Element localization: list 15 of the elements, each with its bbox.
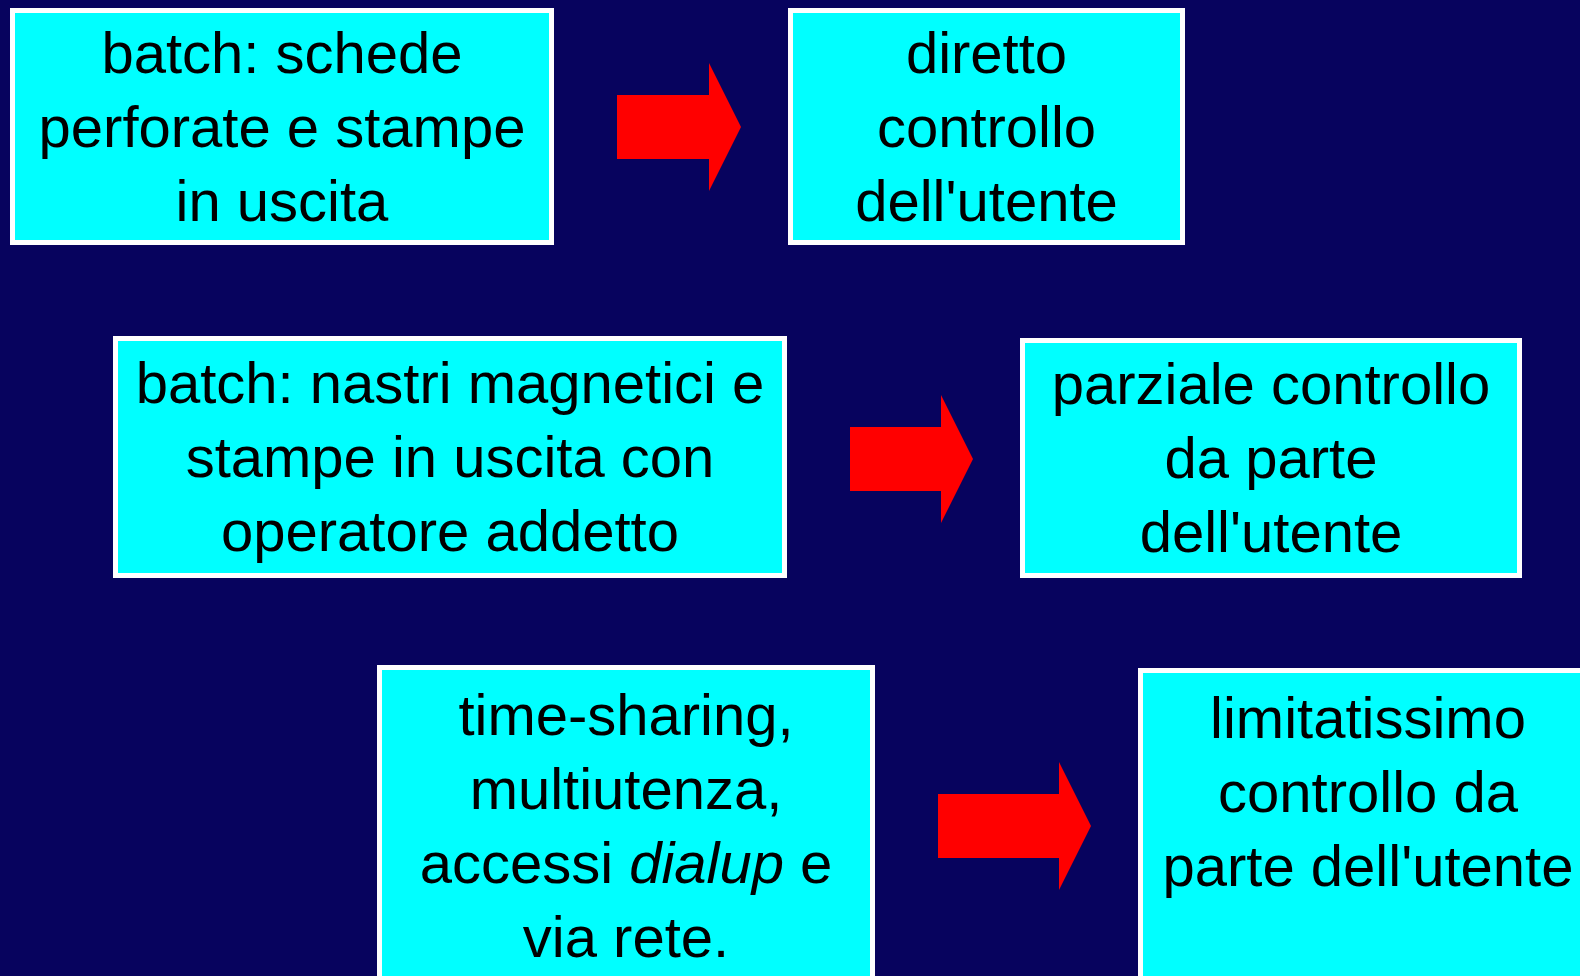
box-text: batch: schede perforate e stampe in uscita (37, 18, 527, 235)
process-box (1138, 668, 1580, 976)
process-box (1020, 338, 1522, 578)
box-text: time-sharing, multiutenza, accessi dialup e via rete. (418, 681, 834, 971)
process-box (377, 665, 875, 976)
process-box (113, 336, 787, 578)
process-box (788, 8, 1185, 245)
block-arrow (617, 63, 741, 191)
box-text: parziale controllo da parte dell'utente (1050, 350, 1492, 566)
box-text: limitatissimo controllo da parte dell'utente (1161, 684, 1575, 900)
box-text: diretto controllo dell'utente (854, 18, 1119, 235)
block-arrow (938, 762, 1091, 890)
block-arrow (850, 395, 973, 523)
box-text: batch: nastri magnetici e stampe in uscita con operatore addetto (134, 349, 766, 565)
process-box (10, 8, 554, 245)
